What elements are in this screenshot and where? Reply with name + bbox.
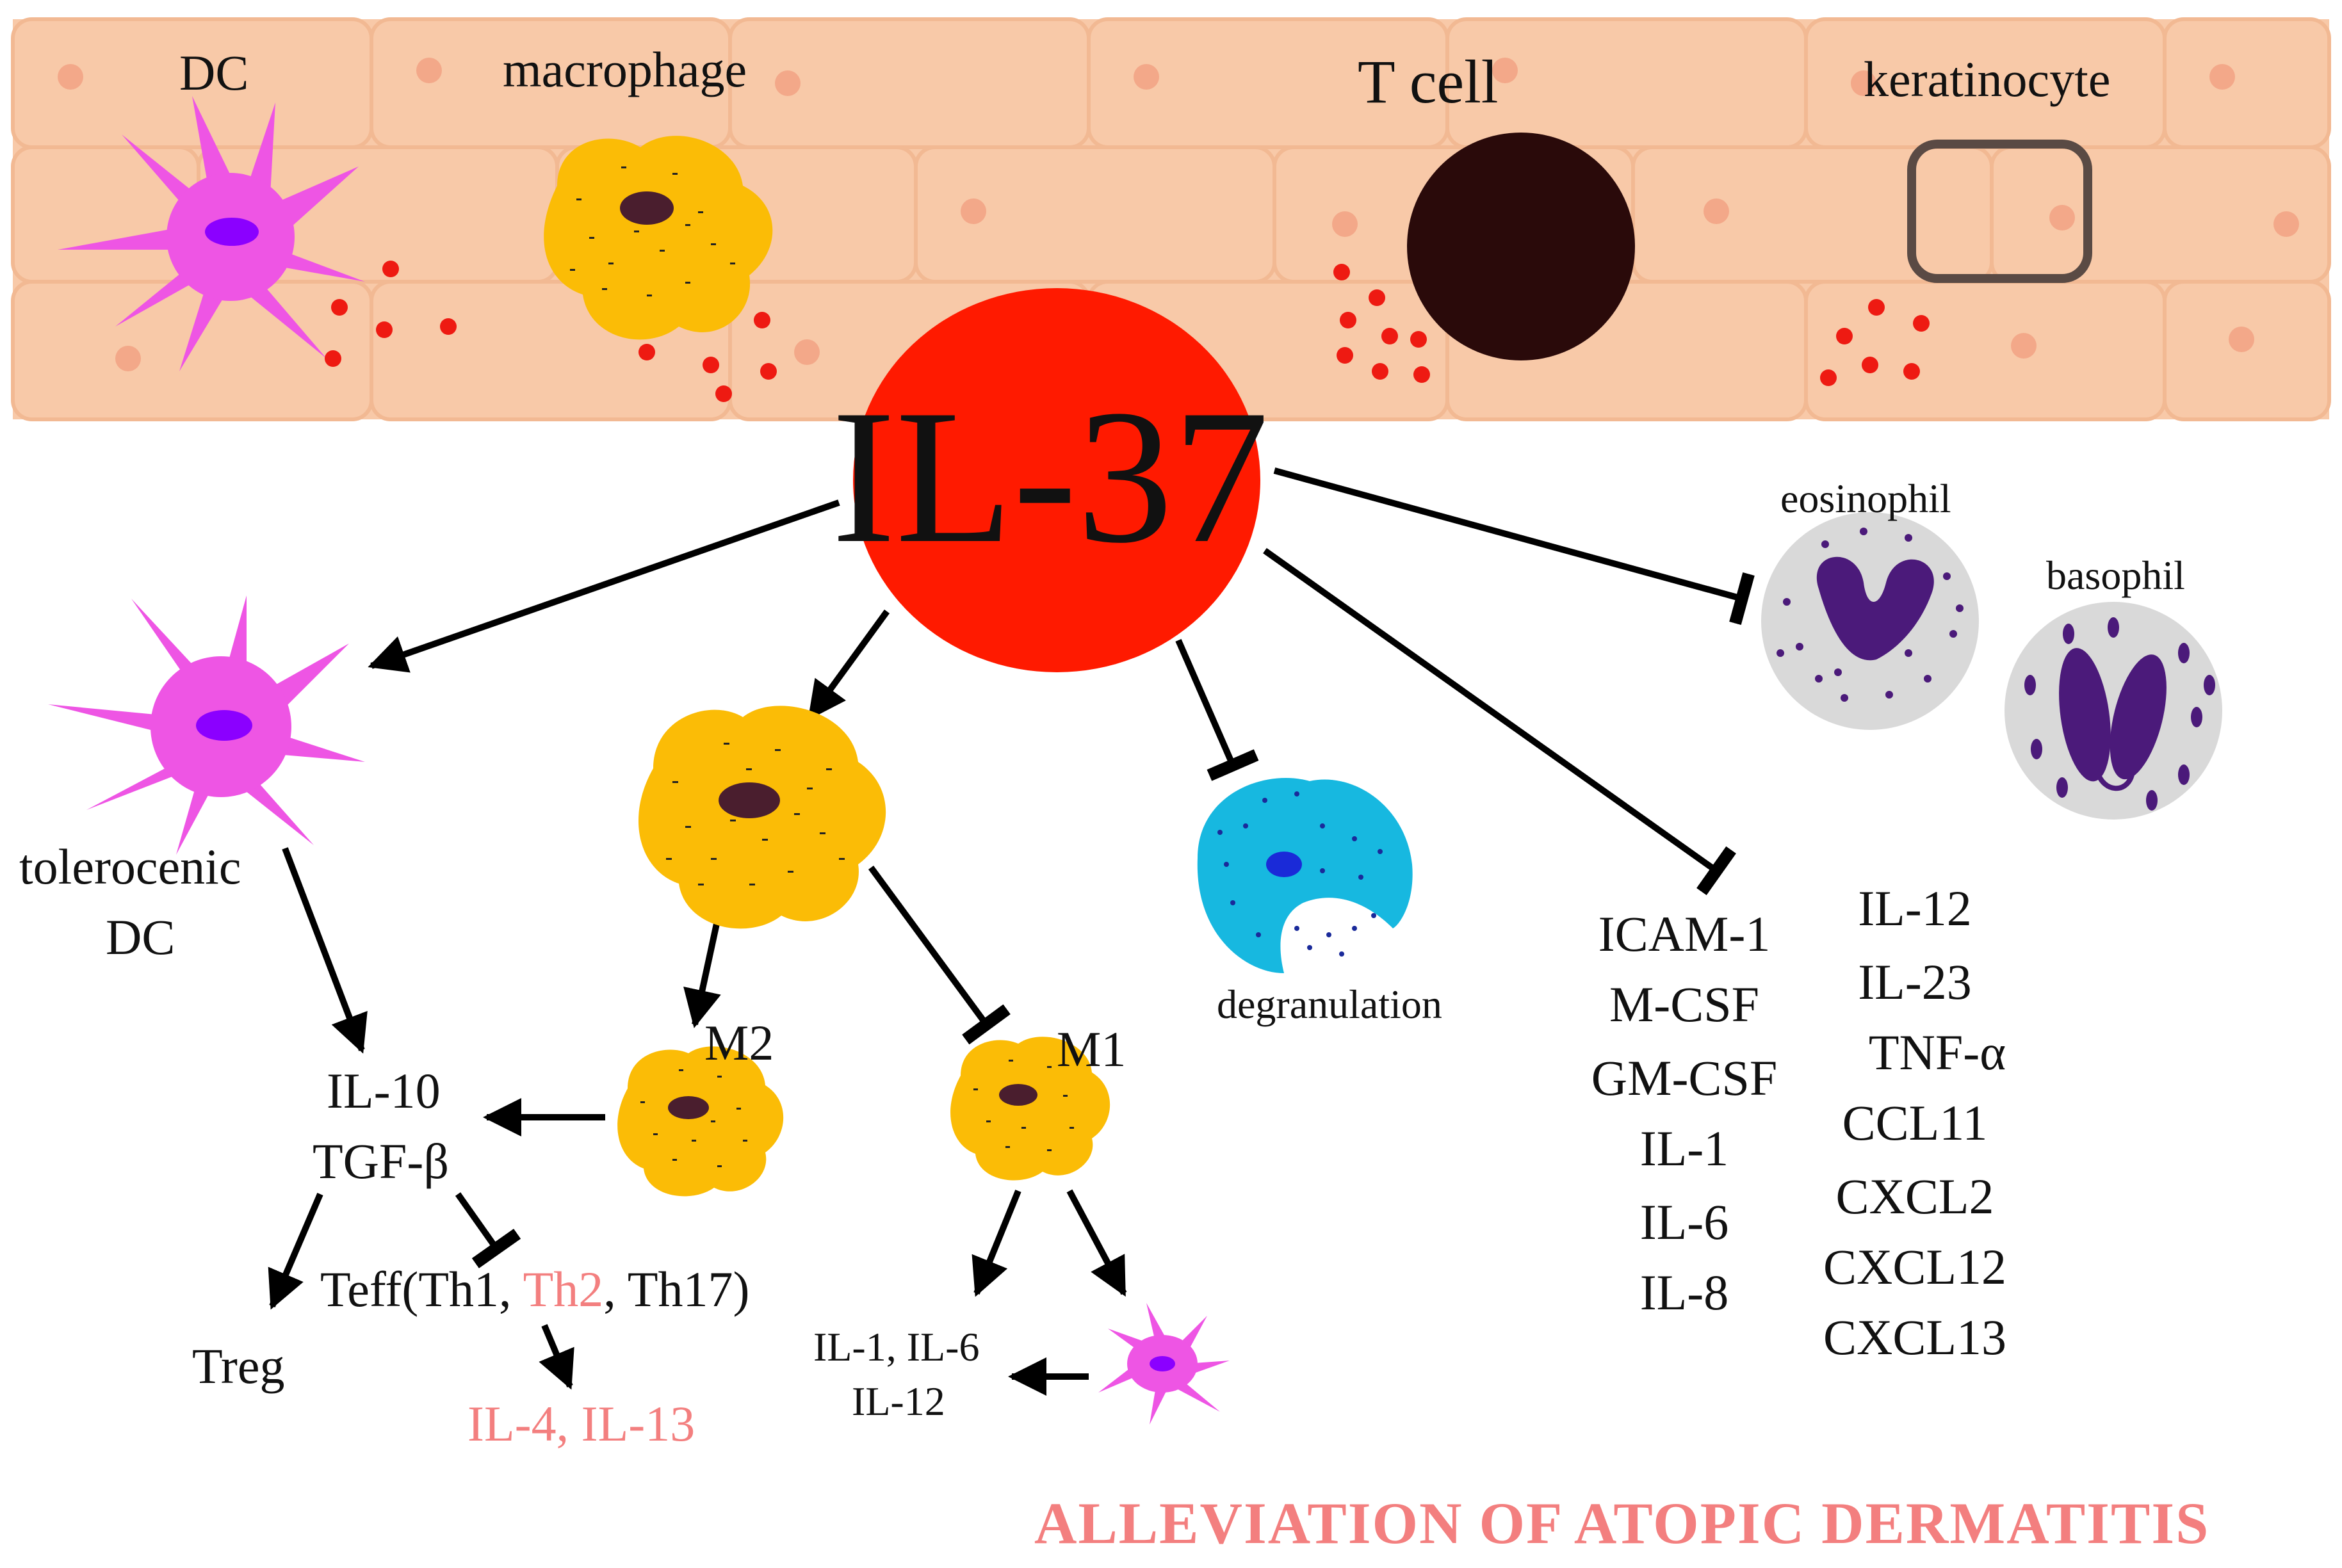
molecule-item: CXCL2 [1835, 1168, 1994, 1224]
molecule-item: IL-1 [1640, 1120, 1729, 1176]
inhibit-il37-to-cytokines [1263, 547, 1736, 896]
tgfb-label: TGF-β [313, 1133, 449, 1189]
m2-label: M2 [704, 1015, 774, 1071]
m1-macrophage [950, 1037, 1110, 1181]
skin-keratinocyte-label: keratinocyte [1864, 51, 2110, 107]
m1-cytokines-line2: IL-12 [852, 1378, 945, 1424]
skin-macrophage-label: macrophage [503, 42, 747, 97]
pathway-arrows [268, 467, 1755, 1396]
arrow-m1-to-cytokines [972, 1190, 1021, 1297]
skin-macrophage [544, 136, 773, 340]
macrophage-cell [638, 706, 886, 929]
molecule-item: IL-8 [1640, 1265, 1729, 1320]
skin-t-cell [1407, 133, 1635, 360]
skin-dc-label: DC [179, 45, 248, 101]
inhibit-il37-to-granulocytes [1273, 467, 1755, 626]
il37-label: IL-37 [831, 370, 1269, 583]
arrow-tgfb-to-treg [268, 1193, 323, 1310]
eosinophil-cell [1761, 512, 1979, 730]
m2-macrophage [617, 1046, 784, 1197]
molecule-item: CXCL13 [1823, 1309, 2006, 1365]
m1-label: M1 [1057, 1021, 1126, 1077]
arrow-m1-to-dc [1066, 1189, 1127, 1297]
arrow-teff-to-il4 [539, 1324, 574, 1390]
skin-keratinocyte-cytokine-dots [1820, 299, 1930, 386]
skin-macrophage-cytokine-dots [638, 312, 777, 402]
arrow-dc-to-il10 [282, 847, 368, 1054]
molecule-item: TNF-α [1869, 1024, 2006, 1080]
mast-cell [1197, 778, 1413, 973]
treg-label: Treg [192, 1338, 285, 1394]
tolerogenic-dc-label-line1: tolerocenic [19, 839, 241, 894]
tolerogenic-dc-label-line2: DC [106, 909, 175, 965]
small-dendritic-cell [1098, 1303, 1230, 1425]
m1-cytokines-line1: IL-1, IL-6 [813, 1324, 979, 1370]
molecule-item: IL-23 [1858, 954, 1972, 1010]
basophil-cell [2005, 602, 2222, 820]
molecule-item: ICAM-1 [1598, 906, 1771, 962]
molecule-item: M-CSF [1609, 976, 1759, 1032]
il4-il13-label: IL-4, IL-13 [468, 1396, 695, 1451]
skin-dendritic-cell [58, 96, 365, 371]
eosinophil-label: eosinophil [1780, 476, 1951, 521]
inhibit-macrophage-to-m1 [868, 866, 1011, 1045]
inhibited-molecules-col2: IL-12 IL-23 TNF-α CCL11 CXCL2 CXCL12 CXC… [1823, 880, 2006, 1365]
molecule-item: CXCL12 [1823, 1239, 2006, 1295]
arrow-macrophage-to-m2 [683, 905, 724, 1028]
il10-label: IL-10 [327, 1063, 441, 1119]
teff-prefix: Teff(Th1, [320, 1261, 523, 1317]
teff-th2: Th2 [523, 1261, 604, 1317]
teff-suffix: , Th17) [603, 1261, 749, 1317]
molecule-item: IL-6 [1640, 1194, 1729, 1250]
tolerogenic-dendritic-cell [48, 595, 365, 855]
degranulation-label: degranulation [1217, 982, 1442, 1027]
inhibit-il37-to-mast-cell [1175, 639, 1259, 781]
molecule-item: IL-12 [1858, 880, 1972, 936]
footer-title: ALLEVIATION OF ATOPIC DERMATITIS [1034, 1491, 2209, 1556]
basophil-label: basophil [2046, 553, 2185, 598]
inhibited-molecules-col1: ICAM-1 M-CSF GM-CSF IL-1 IL-6 IL-8 [1591, 906, 1777, 1320]
skin-dc-cytokine-dots [325, 261, 457, 367]
molecule-item: CCL11 [1842, 1095, 1988, 1151]
molecule-item: GM-CSF [1591, 1050, 1777, 1106]
teff-label: Teff(Th1, Th2, Th17) [320, 1261, 749, 1317]
il37-circle [853, 288, 1260, 672]
skin-tcell-cytokine-dots [1333, 264, 1430, 383]
skin-keratinocyte [1907, 140, 2092, 283]
arrow-il37-to-tolerogenic-dc [368, 499, 840, 673]
inhibit-tgfb-to-teff [455, 1192, 521, 1268]
skin-tcell-label: T cell [1358, 47, 1498, 116]
arrow-il37-to-macrophage [807, 610, 890, 720]
